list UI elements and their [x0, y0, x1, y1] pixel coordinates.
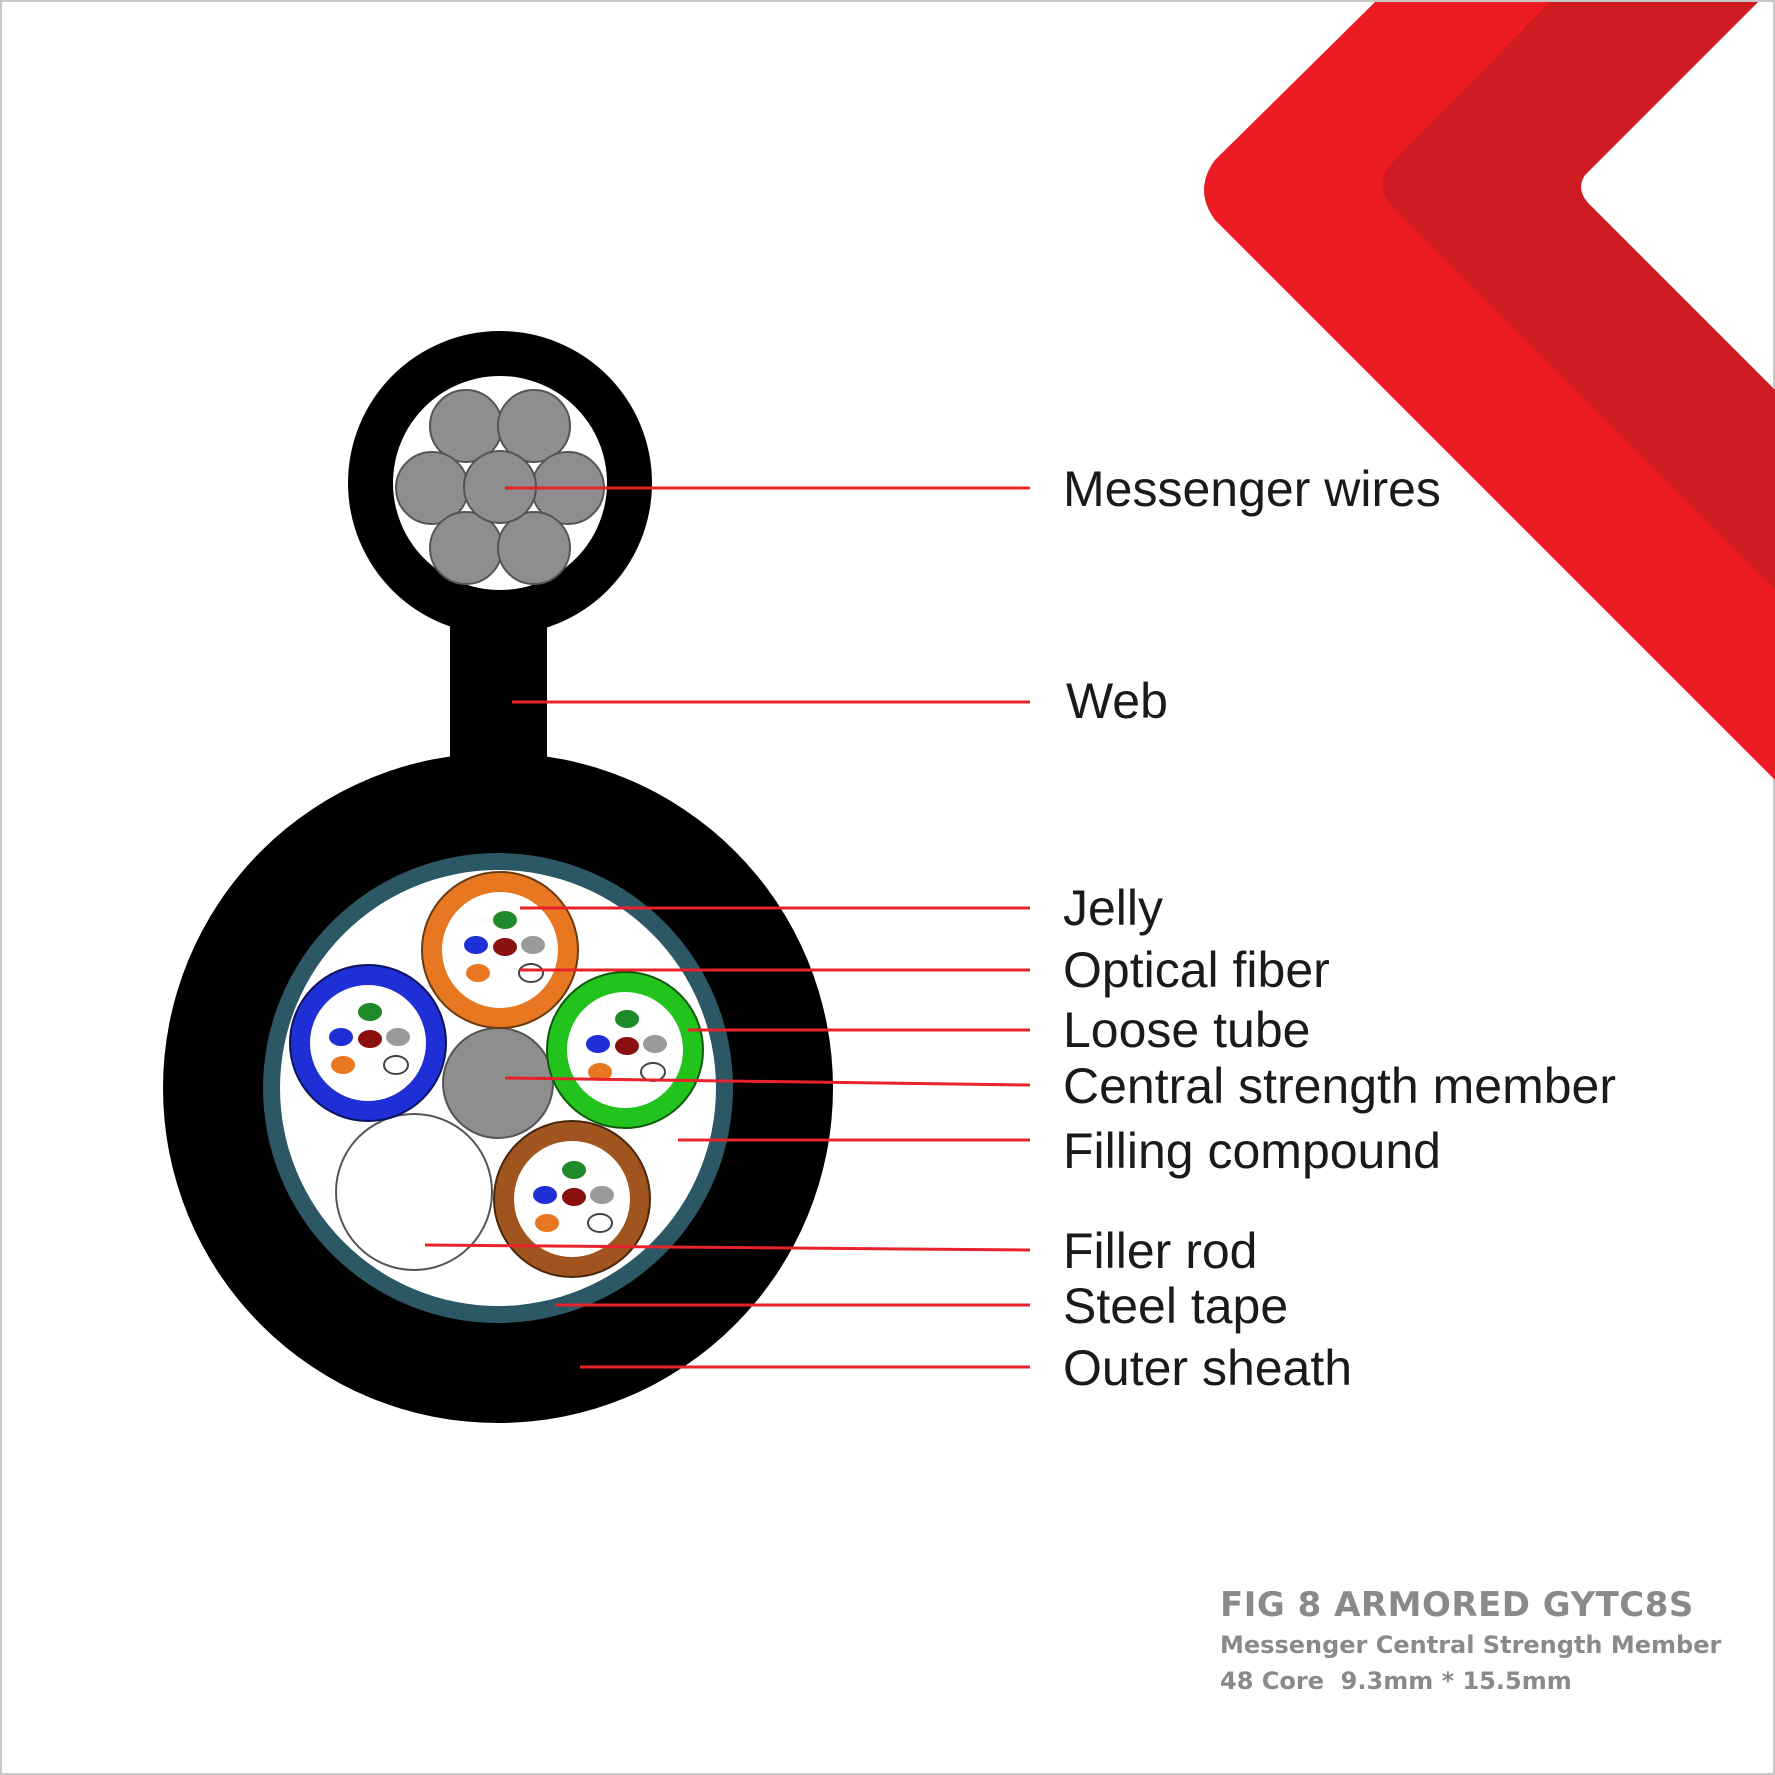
leader-central-strength-member	[504, 1076, 1031, 1087]
chevron-dark	[1382, 2, 1775, 590]
cable-body	[163, 753, 833, 1423]
filler-rod	[335, 1113, 493, 1271]
brand-chevron-decoration	[1204, 2, 1775, 780]
messenger-section	[348, 331, 652, 770]
label-loose-tube: Loose tube	[1063, 1002, 1310, 1058]
loose-tube-green	[546, 971, 704, 1129]
wire	[497, 511, 571, 585]
labels: Messenger wires Web Jelly Optical fiber …	[1063, 461, 1616, 1396]
caption-subtitle: Messenger Central Strength Member	[1220, 1631, 1722, 1659]
caption-title: FIG 8 ARMORED GYTC8S	[1220, 1585, 1694, 1625]
label-optical-fiber: Optical fiber	[1063, 942, 1330, 998]
figure-caption: FIG 8 ARMORED GYTC8S Messenger Central S…	[1220, 1585, 1721, 1695]
label-filler-rod: Filler rod	[1063, 1223, 1257, 1279]
label-steel-tape: Steel tape	[1063, 1278, 1288, 1334]
label-central-strength-member: Central strength member	[1063, 1058, 1616, 1114]
leader-filler-rod	[424, 1243, 1031, 1252]
loose-tube-brown	[493, 1120, 651, 1278]
label-messenger-wires: Messenger wires	[1063, 461, 1441, 517]
label-web: Web	[1066, 673, 1168, 729]
wire	[497, 389, 571, 463]
central-strength-member	[442, 1027, 554, 1139]
label-filling-compound: Filling compound	[1063, 1123, 1441, 1179]
loose-tube-blue	[289, 964, 447, 1122]
label-outer-sheath: Outer sheath	[1063, 1340, 1352, 1396]
label-jelly: Jelly	[1063, 880, 1163, 936]
chevron-light	[1204, 2, 1775, 780]
caption-spec: 48 Core 9.3mm * 15.5mm	[1220, 1667, 1572, 1695]
loose-tube-orange	[421, 871, 579, 1029]
leader-lines	[424, 486, 1031, 1369]
